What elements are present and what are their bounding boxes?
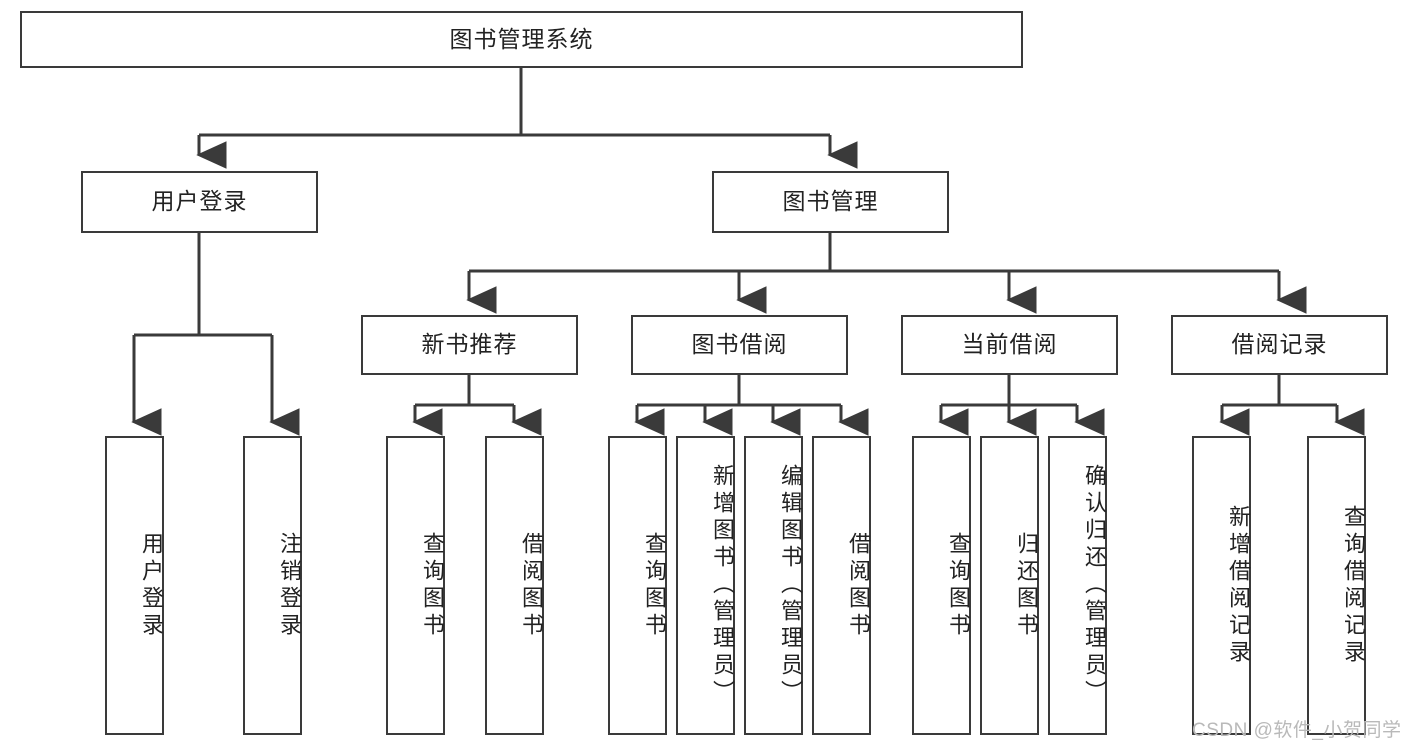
node-root-system[interactable]: 图书管理系统	[20, 11, 1023, 68]
leaf-label: 查询借阅记录	[1341, 504, 1366, 667]
watermark-credit: CSDN @软件_小贺同学	[1192, 720, 1402, 741]
leaf-current-borrow-return[interactable]: 归还图书	[980, 436, 1039, 735]
leaf-label: 查询图书	[946, 531, 971, 640]
leaf-book-borrow-edit[interactable]: 编辑图书（管理员）	[744, 436, 803, 735]
leaf-user-login-signout[interactable]: 注销登录	[243, 436, 302, 735]
leaf-label: 编辑图书（管理员）	[778, 464, 803, 707]
node-current-borrow[interactable]: 当前借阅	[901, 315, 1118, 375]
leaf-label: 新增图书（管理员）	[710, 464, 735, 707]
leaf-label: 查询图书	[642, 531, 667, 640]
leaf-label: 借阅图书	[846, 531, 871, 640]
node-new-book-recommend[interactable]: 新书推荐	[361, 315, 578, 375]
leaf-book-borrow-borrow[interactable]: 借阅图书	[812, 436, 871, 735]
leaf-user-login-signin[interactable]: 用户登录	[105, 436, 164, 735]
leaf-label: 借阅图书	[519, 531, 544, 640]
leaf-label: 新增借阅记录	[1226, 504, 1251, 667]
leaf-book-borrow-add[interactable]: 新增图书（管理员）	[676, 436, 735, 735]
node-book-management[interactable]: 图书管理	[712, 171, 949, 233]
leaf-label: 归还图书	[1014, 531, 1039, 640]
leaf-label: 注销登录	[277, 531, 302, 640]
leaf-label: 确认归还（管理员）	[1082, 464, 1107, 707]
leaf-label: 查询图书	[420, 531, 445, 640]
leaf-label: 用户登录	[139, 531, 164, 640]
leaf-borrow-record-query[interactable]: 查询借阅记录	[1307, 436, 1366, 735]
leaf-borrow-record-add[interactable]: 新增借阅记录	[1192, 436, 1251, 735]
leaf-current-borrow-confirm-return[interactable]: 确认归还（管理员）	[1048, 436, 1107, 735]
node-book-borrow[interactable]: 图书借阅	[631, 315, 848, 375]
leaf-current-borrow-query[interactable]: 查询图书	[912, 436, 971, 735]
leaf-new-book-borrow[interactable]: 借阅图书	[485, 436, 544, 735]
node-user-login[interactable]: 用户登录	[81, 171, 318, 233]
node-borrow-record[interactable]: 借阅记录	[1171, 315, 1388, 375]
leaf-book-borrow-query[interactable]: 查询图书	[608, 436, 667, 735]
leaf-new-book-query[interactable]: 查询图书	[386, 436, 445, 735]
